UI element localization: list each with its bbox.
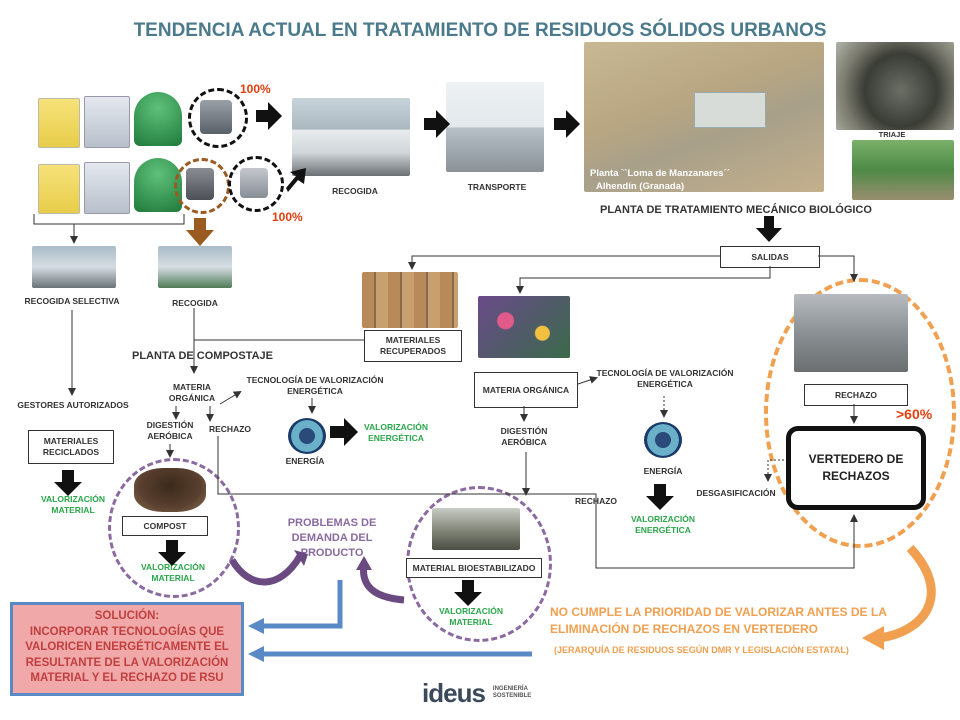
circled-grey-bin-top — [188, 88, 248, 148]
problemas-label: PROBLEMAS DE DEMANDA DEL PRODUCTO — [287, 517, 377, 559]
energy-recycle-icon-left — [288, 418, 326, 454]
recovered-bales-photo — [362, 272, 458, 328]
triaje-drum-photo — [836, 42, 954, 130]
material-bioestabilizado-box: MATERIAL BIOESTABILIZADO — [406, 558, 542, 578]
valorizacion-material-2-label: VALORIZACIÓN MATERIAL — [140, 562, 206, 583]
plant-aerial-photo — [584, 42, 824, 192]
page-title: TENDENCIA ACTUAL EN TRATAMIENTO DE RESID… — [133, 20, 827, 41]
solucion-text: INCORPORAR TECNOLOGÍAS QUE VALORICEN ENE… — [25, 625, 229, 685]
digestion-right-label: DIGESTIÓN AERÓBICA — [500, 426, 548, 447]
pct-60-label: >60% — [896, 406, 933, 422]
materiales-recuperados-box: MATERIALES RECUPERADOS — [364, 330, 462, 362]
plant-caption-1: Planta ``Loma de Manzanares´´ — [590, 168, 730, 179]
ideus-logo: ideus INGENIERÍA SOSTENIBLE — [422, 676, 542, 710]
jerarquia-label: (JERARQUÍA DE RESIDUOS SEGÚN DMR Y LEGIS… — [554, 645, 849, 655]
valorizacion-energetica-right-label: VALORIZACIÓN ENERGÉTICA — [630, 514, 696, 535]
no-cumple-label: NO CUMPLE LA PRIORIDAD DE VALORIZAR ANTE… — [550, 605, 887, 637]
bin-grey-2 — [84, 162, 130, 214]
bioestabilizado-photo — [432, 508, 520, 550]
bin-grey-1 — [84, 96, 130, 148]
materiales-reciclados-box: MATERIALES RECICLADOS — [28, 430, 114, 464]
selective-truck-photo — [32, 246, 116, 288]
rechazo-right-box: RECHAZO — [804, 384, 908, 406]
pct-bottom-label: 100% — [272, 210, 303, 224]
circled-grey-bin-bottom — [228, 156, 284, 212]
planta-compostaje-label: PLANTA DE COMPOSTAJE — [132, 350, 273, 362]
valorizacion-material-1-label: VALORIZACIÓN MATERIAL — [40, 494, 106, 515]
energia-left-label: ENERGÍA — [285, 456, 325, 466]
logo-text: ideus — [422, 677, 486, 708]
grey-bin-bottom — [240, 168, 268, 198]
triaje-belt-photo — [852, 140, 954, 200]
tecnologia-right-label: TECNOLOGÍA DE VALORIZACIÓN ENERGÉTICA — [596, 368, 734, 389]
digestion-left-label: DIGESTIÓN AERÓBICA — [146, 420, 194, 441]
desgasificacion-label: DESGASIFICACIÓN — [696, 488, 776, 498]
energy-recycle-icon-right — [644, 422, 682, 458]
materia-organica-right-box: MATERIA ORGÁNICA — [474, 372, 578, 408]
solucion-title: SOLUCIÓN: — [94, 610, 160, 622]
purple-circle-compost — [108, 458, 240, 598]
collection-truck-photo — [292, 98, 410, 176]
bin-yellow-1 — [38, 98, 80, 148]
bin-green-1 — [134, 92, 182, 146]
orange-dashed-circle — [764, 278, 956, 548]
recogida-selectiva-label: RECOGIDA SELECTIVA — [24, 296, 120, 306]
transporte-label: TRANSPORTE — [467, 182, 527, 192]
gestores-label: GESTORES AUTORIZADOS — [17, 400, 129, 410]
energia-right-label: ENERGÍA — [643, 466, 683, 476]
valorizacion-energetica-left-label: VALORIZACIÓN ENERGÉTICA — [363, 422, 429, 443]
valorizacion-material-3-label: VALORIZACIÓN MATERIAL — [438, 606, 504, 627]
vertedero-box: VERTEDERO DE RECHAZOS — [786, 426, 926, 510]
compost-box: COMPOST — [122, 516, 208, 536]
organic-matter-photo — [478, 296, 570, 358]
rejects-pile-photo — [794, 294, 908, 372]
grey-bin-top — [200, 100, 232, 134]
triaje-label: TRIAJE — [878, 130, 906, 139]
recogida-2-label: RECOGIDA — [172, 298, 218, 308]
planta-tmb-label: PLANTA DE TRATAMIENTO MECÁNICO BIOLÓGICO — [600, 204, 872, 216]
compost-photo — [134, 468, 206, 512]
bin-yellow-2 — [38, 164, 80, 214]
pct-top-label: 100% — [240, 82, 271, 96]
solution-box: SOLUCIÓN: INCORPORAR TECNOLOGÍAS QUE VAL… — [10, 602, 244, 696]
materia-organica-left-label: MATERIA ORGÁNICA — [168, 382, 216, 403]
plant-caption-2: Alhendín (Granada) — [596, 181, 685, 192]
tecnologia-left-label: TECNOLOGÍA DE VALORIZACIÓN ENERGÉTICA — [246, 375, 384, 396]
rechazo-left-label: RECHAZO — [208, 424, 252, 434]
logo-sub: INGENIERÍA SOSTENIBLE — [492, 685, 532, 699]
transport-truck-photo — [446, 82, 544, 172]
recogida-label: RECOGIDA — [332, 186, 378, 196]
recogida-truck-photo — [158, 246, 232, 288]
process-arrows — [54, 102, 782, 606]
vertedero-label: VERTEDERO DE RECHAZOS — [808, 452, 904, 483]
brown-bin — [186, 168, 214, 200]
